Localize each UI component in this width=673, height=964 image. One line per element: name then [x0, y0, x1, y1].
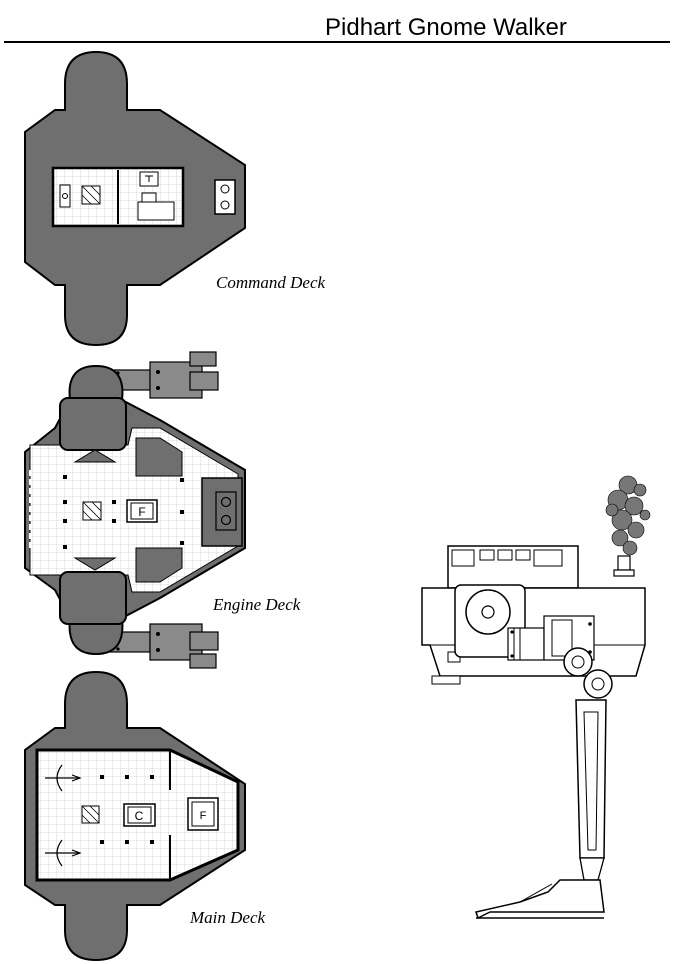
engine-deck-label: Engine Deck: [213, 595, 301, 614]
furnace-marker-box: [126, 499, 158, 523]
page-header: Pidhart Gnome Walker: [0, 14, 673, 44]
title-rule: [4, 41, 670, 43]
page-title: Pidhart Gnome Walker: [325, 14, 567, 41]
command-deck-plan: [24, 50, 246, 347]
cargo-marker-box: [123, 803, 156, 827]
engine-deck-marker: F: [138, 505, 145, 519]
helm-station-icon: [59, 184, 71, 208]
hatch-panel: [214, 179, 236, 215]
walker-side-elevation: [421, 475, 651, 920]
engine-deck-plan: F: [24, 351, 246, 669]
main-deck-label: Main Deck: [190, 908, 266, 927]
furnace-marker-box: [187, 797, 219, 831]
main-deck-plan: C F: [24, 670, 246, 962]
bunk-icon: [137, 201, 175, 221]
main-deck-marker-f: F: [200, 810, 207, 822]
ballista-icon: [45, 764, 82, 867]
main-deck-marker-c: C: [135, 809, 144, 823]
smoke-plume-icon: [605, 475, 651, 556]
command-deck-label: Command Deck: [216, 273, 326, 292]
